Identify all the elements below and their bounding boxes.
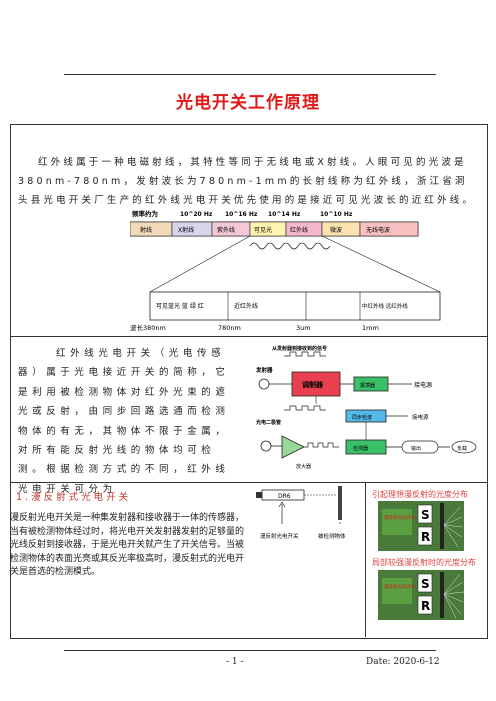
freq-label: 频率约为: [132, 209, 158, 218]
band-label-6: 无线电波: [366, 226, 390, 234]
panel1-s: S: [421, 508, 430, 522]
page-number: - 1 -: [226, 657, 244, 667]
emitter-led-icon: [258, 378, 270, 390]
band-label-1: X射线: [178, 226, 194, 234]
panel2-label: 漫反射光电开关: [384, 583, 416, 590]
ir-switch-paragraph: 红外线光电开关（光电传感器）属于光电接近开关的简称，它是利用被检测物体对红外光束…: [18, 348, 230, 495]
freq-3: 10^14 Hz: [268, 211, 301, 218]
freq-2: 10^16 Hz: [225, 211, 258, 218]
band-label-2: 紫外线: [217, 226, 235, 234]
caption-local: 局部较强漫反射时的光度分布: [372, 558, 476, 567]
block-receiver: 光电二极管: [255, 419, 281, 426]
diffuse-panel-1: 漫反射光电开关 S R: [378, 501, 464, 551]
block-amplifier: 放大器: [296, 463, 311, 470]
wave-tick-3um: 3um: [296, 324, 311, 332]
block-output-stage: 检测器: [353, 445, 368, 452]
block-diagram: 从发射器到接收到的信号 发射器 调制器 振荡器 接电源 光电二极管 同步检波 接…: [255, 345, 477, 470]
band-label-0: 射线: [140, 226, 152, 234]
wave-tick-780: 780nm: [218, 324, 241, 332]
diffuse-panel-2: 漫反射光电开关 S R: [378, 570, 464, 620]
object-plate-icon: [338, 486, 342, 520]
sub-band-nir: 近红外线: [234, 302, 258, 310]
block-sync: 同步检波: [352, 414, 372, 421]
panel1-label: 漫反射光电开关: [384, 514, 416, 521]
band-label-4: 红外线: [290, 226, 308, 234]
block-connect-power: 接电源: [414, 381, 432, 389]
top-rule: [64, 74, 436, 75]
intro-paragraph: 红外线属于一种电磁射线，其特性等同于无线电或X射线。人眼可见的光波是380nm-…: [18, 157, 476, 206]
block-modulator: 调制器: [302, 380, 324, 389]
wave-label: 波长380nm: [130, 323, 166, 332]
footer-rule: [64, 650, 436, 651]
freq-1: 10^20 Hz: [180, 211, 213, 218]
sketch-divider: [365, 482, 366, 637]
freq-4: 10^10 Hz: [320, 211, 353, 218]
amplifier-icon: [281, 435, 305, 459]
receiver-diode-icon: [260, 440, 272, 452]
page-title: 光电开关工作原理: [176, 93, 320, 113]
sub-band-visible: 可见蓝光 蓝 绿 红: [156, 302, 204, 310]
diffuse-sketch: DR6 漫反射光电开关 被检测物体: [256, 486, 346, 540]
panel2-r: R: [421, 599, 430, 613]
band-radio: [359, 221, 419, 237]
ir-switch-section: [10, 336, 488, 484]
band-label-5: 微波: [330, 226, 342, 234]
block-output: 输出: [411, 445, 421, 452]
band-label-3: 可见光: [254, 226, 272, 234]
wave-tick-1mm: 1mm: [362, 324, 379, 332]
section1-heading: 1.漫反射式光电开关: [16, 492, 132, 503]
section1-paragraph: 漫反射光电开关是一种集发射器和接收器于一体的传感器，当有被检测物体经过时，将光电…: [10, 513, 245, 577]
block-top-label: 从发射器到接收到的信号: [272, 345, 327, 352]
footer-date: Date: 2020-6-12: [366, 657, 440, 667]
block-load: 负载: [457, 445, 467, 452]
block-modulator-box: [291, 371, 341, 397]
block-emitter: 发射器: [255, 366, 273, 374]
device-label: 漫反射光电开关: [260, 532, 299, 540]
block-oscillator: 振荡器: [360, 382, 375, 389]
block-connect-load: 接电源: [412, 413, 429, 421]
panel1-r: R: [421, 530, 430, 544]
object-label: 被检测物体: [318, 532, 346, 540]
panel2-s: S: [421, 577, 430, 591]
spectrum-diagram: 频率约为 10^20 Hz 10^16 Hz 10^14 Hz 10^10 Hz…: [130, 209, 441, 332]
sub-band-mir: 中红外线 远红外线: [362, 302, 408, 310]
caption-ideal: 引起理想漫反射的光度分布: [372, 490, 468, 499]
block-load-icon: [451, 440, 477, 454]
sensor-tag: DR6: [278, 493, 291, 500]
